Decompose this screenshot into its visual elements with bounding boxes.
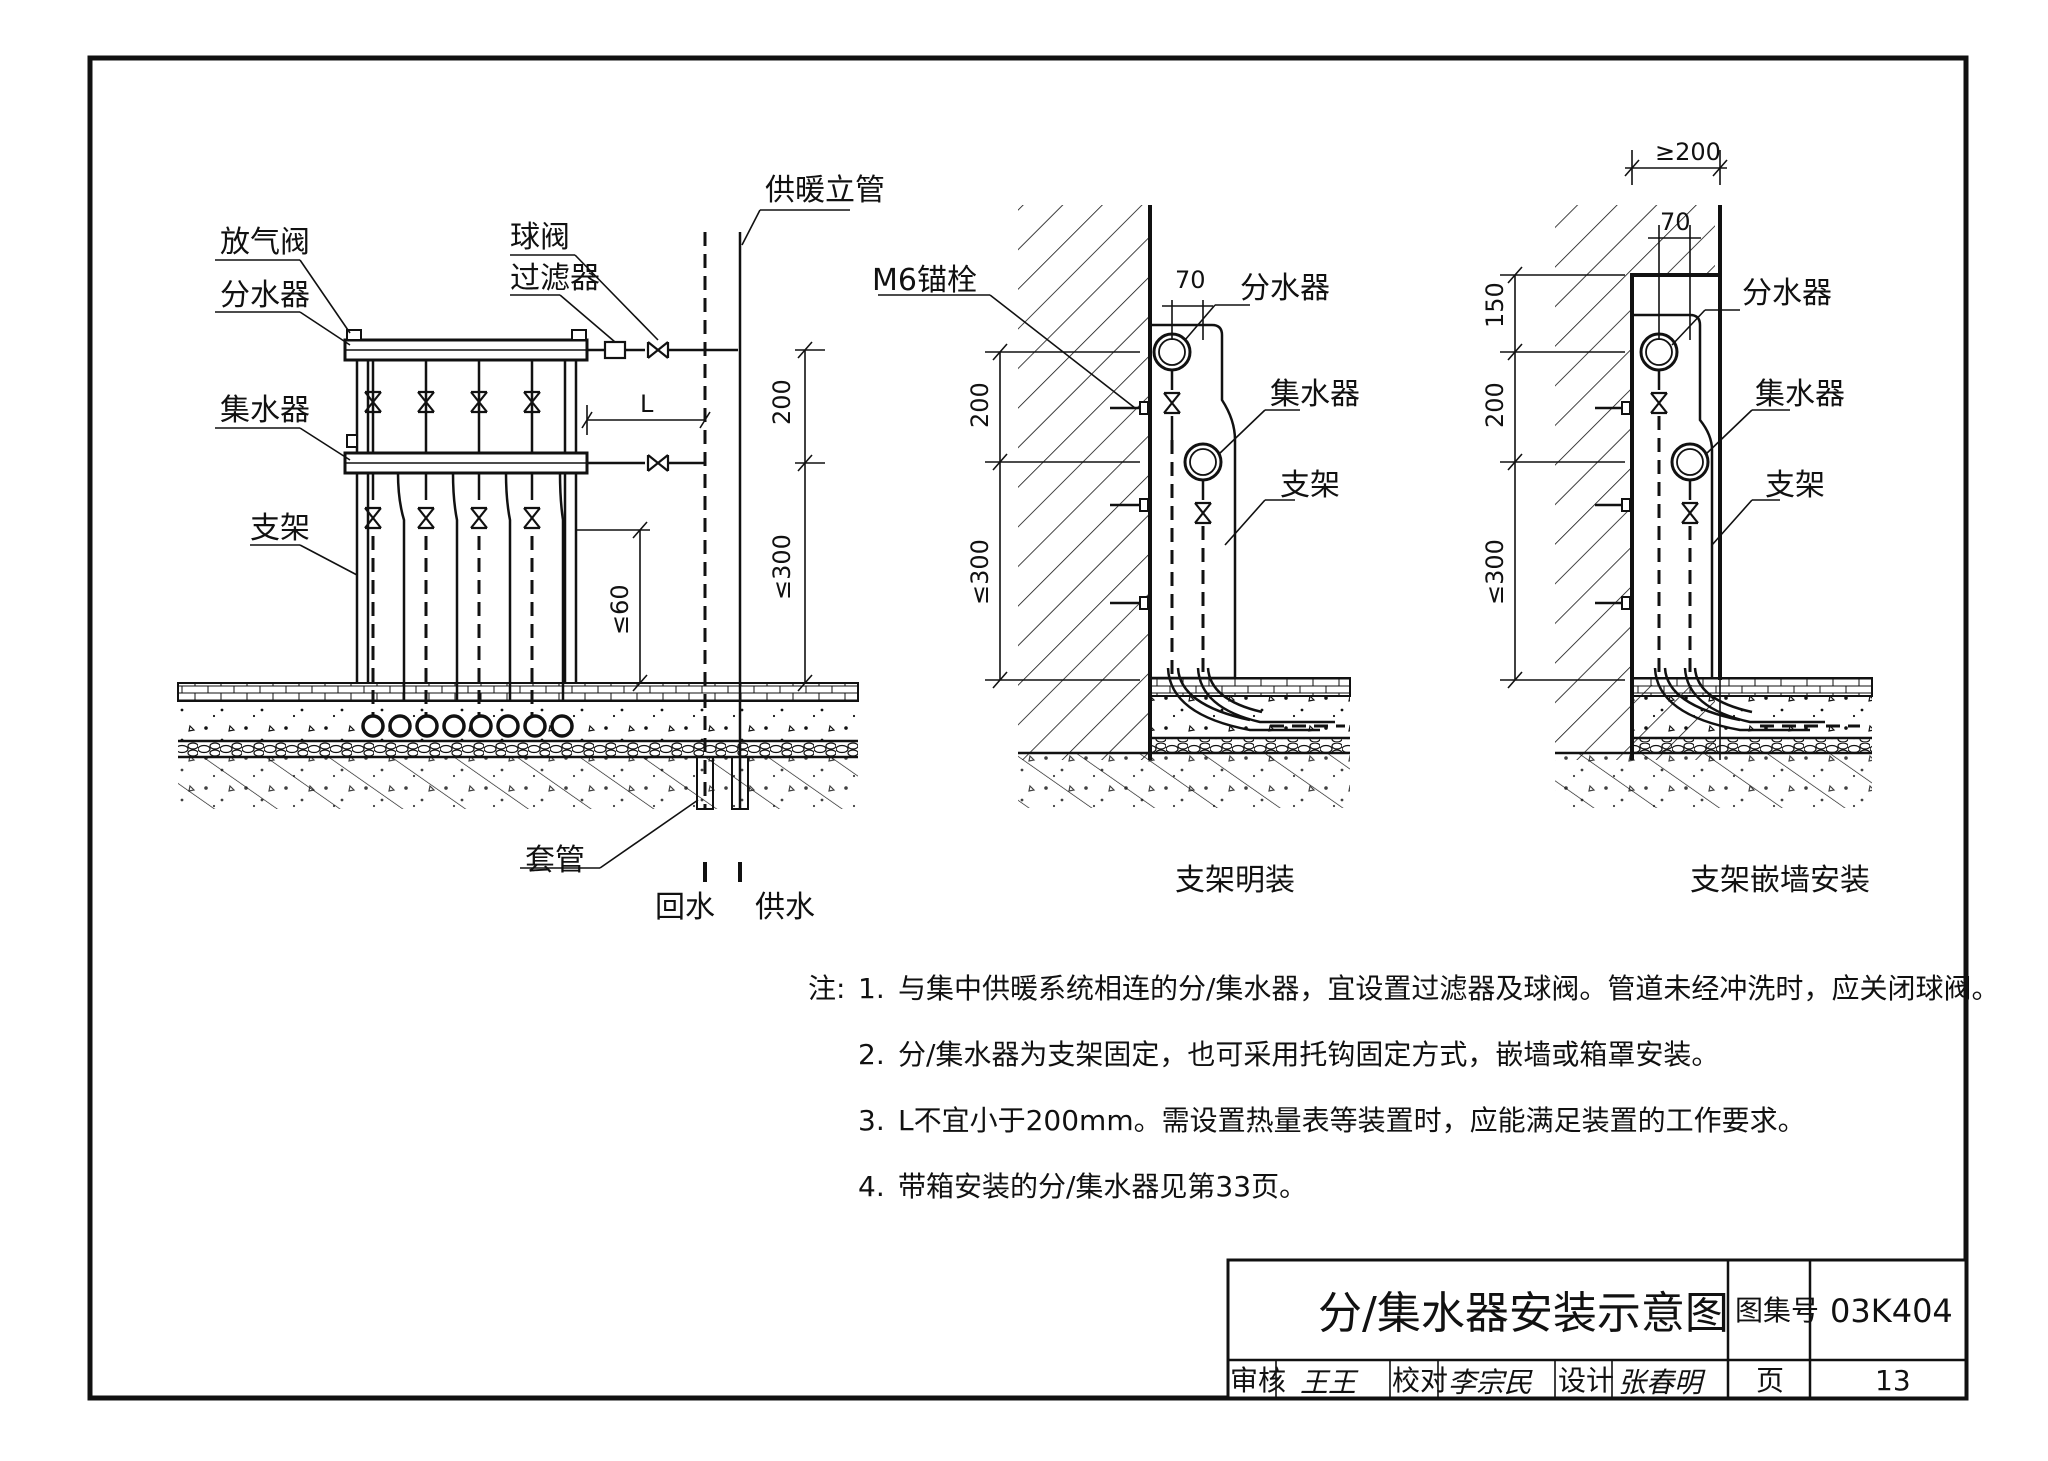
note-4-num: 4. (858, 1170, 885, 1203)
exposed-label-bracket: 支架 (1280, 468, 1340, 503)
note-3-num: 3. (858, 1104, 885, 1137)
ball-valve-icon (646, 340, 670, 360)
filter-icon (603, 340, 627, 360)
title-text: 分/集水器安装示意图 (1318, 1288, 1729, 1339)
embedded-dim-300: ≤300 (1481, 539, 1509, 605)
exposed-anchors (1110, 401, 1149, 610)
exposed-label-collector: 集水器 (1270, 377, 1360, 412)
page-number: 13 (1875, 1364, 1911, 1397)
dim-L: L (640, 390, 654, 418)
main-supply-line (587, 340, 738, 473)
note-2-text: 分/集水器为支架固定，也可采用托钩固定方式，嵌墙或箱罩安装。 (898, 1038, 1719, 1071)
embedded-dim-200-top: ≥200 (1655, 138, 1721, 166)
main-view: L 200 ≤300 ≤60 (177, 173, 885, 925)
label-distributor: 分水器 (220, 278, 310, 313)
label-supply-water: 供水 (755, 890, 815, 925)
embedded-label-distributor: 分水器 (1742, 276, 1832, 311)
exposed-dim-70: 70 (1175, 266, 1206, 294)
notes: 注: 1. 与集中供暖系统相连的分/集水器，宜设置过滤器及球阀。管道未经冲洗时，… (808, 972, 1999, 1203)
main-collector-branches (363, 472, 565, 720)
check-label: 校对 (1392, 1364, 1448, 1397)
main-vent-valve (346, 329, 362, 341)
main-leaders (215, 209, 850, 869)
atlas-number: 03K404 (1830, 1292, 1953, 1330)
embedded-dim-70: 70 (1660, 208, 1691, 236)
embedded-dim-150: 150 (1481, 282, 1509, 328)
embedded-label-collector: 集水器 (1755, 377, 1845, 412)
label-sleeve: 套管 (525, 843, 585, 878)
dim-60: ≤60 (606, 584, 634, 635)
embedded-view: 150 200 ≤300 ≥200 70 分水器 集水器 支架 支架嵌墙安装 (1481, 138, 1873, 898)
embedded-anchors (1595, 401, 1631, 610)
design-signature: 张春明 (1618, 1366, 1706, 1399)
embedded-bracket (1632, 313, 1714, 678)
check-signature: 李宗民 (1448, 1366, 1533, 1399)
main-distributor-branches (363, 360, 542, 453)
exposed-caption: 支架明装 (1175, 863, 1295, 898)
note-1-num: 1. (858, 972, 885, 1005)
label-riser: 供暖立管 (765, 173, 885, 208)
embedded-caption: 支架嵌墙安装 (1690, 863, 1870, 898)
note-2-num: 2. (858, 1038, 885, 1071)
label-bracket: 支架 (250, 511, 310, 546)
dim-200: 200 (768, 379, 796, 425)
main-insulation-layer (178, 741, 858, 757)
sheet-border (87, 55, 1969, 1401)
label-collector: 集水器 (220, 393, 310, 428)
review-label: 审核 (1230, 1364, 1286, 1397)
atlas-label: 图集号 (1735, 1294, 1819, 1327)
note-3-text: L不宜小于200mm。需设置热量表等装置时，应能满足装置的工作要求。 (898, 1104, 1806, 1137)
note-1-text: 与集中供暖系统相连的分/集水器，宜设置过滤器及球阀。管道未经冲洗时，应关闭球阀。 (898, 972, 1999, 1005)
embedded-label-bracket: 支架 (1765, 468, 1825, 503)
label-vent-valve: 放气阀 (220, 225, 310, 260)
label-m6-anchor: M6锚栓 (872, 263, 977, 298)
label-ball-valve: 球阀 (510, 220, 570, 255)
exposed-bracket (1150, 323, 1237, 680)
main-floor-pipes (361, 714, 574, 738)
design-label: 设计 (1558, 1364, 1614, 1397)
exposed-label-distributor: 分水器 (1240, 271, 1330, 306)
title-block: 分/集水器安装示意图 图集号 03K404 审核 王王 校对 李宗民 设计 张春… (1226, 1258, 1968, 1400)
notes-prefix: 注: (808, 972, 845, 1005)
main-floor-finish (177, 682, 859, 702)
exposed-wall (1018, 205, 1150, 760)
exposed-dim-200: 200 (966, 382, 994, 428)
exposed-dim-300: ≤300 (966, 539, 994, 605)
embedded-dim-200: 200 (1481, 382, 1509, 428)
review-signature: 王王 (1300, 1366, 1359, 1399)
label-filter: 过滤器 (510, 261, 600, 296)
note-4-text: 带箱安装的分/集水器见第33页。 (898, 1170, 1307, 1203)
page-label: 页 (1756, 1364, 1784, 1397)
label-return-water: 回水 (655, 890, 715, 925)
exposed-view: 200 ≤300 70 M6锚栓 分水器 集水器 支架 支架明装 (872, 205, 1360, 898)
dim-300: ≤300 (768, 534, 796, 600)
